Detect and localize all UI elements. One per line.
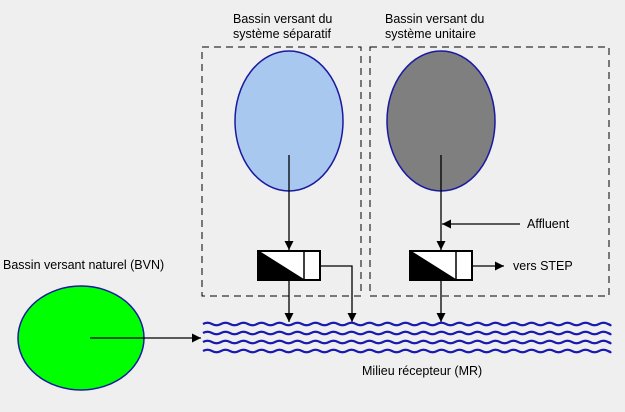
naturel-label: Bassin versant naturel (BVN): [3, 258, 165, 272]
separatif-label-line1: Bassin versant du: [233, 12, 333, 26]
water-wave: [202, 321, 612, 327]
unitaire-label-line1: Bassin versant du: [385, 12, 485, 26]
water-wave: [202, 339, 612, 345]
milieu-label: Milieu récepteur (MR): [362, 364, 483, 378]
milieu-recepteur-water: [202, 321, 612, 354]
step-label: vers STEP: [513, 259, 573, 273]
unitaire-regulator: [409, 250, 473, 281]
separatif-regulator: [257, 250, 321, 281]
separatif-label-line2: système séparatif: [233, 27, 331, 41]
unitaire-label-line2: système unitaire: [385, 27, 477, 41]
affluent-label: Affluent: [527, 217, 570, 231]
separatif-overflow-arrow: [320, 265, 357, 322]
water-wave: [202, 348, 612, 354]
water-wave: [202, 330, 612, 336]
unitaire-catchment-box: [369, 46, 610, 297]
